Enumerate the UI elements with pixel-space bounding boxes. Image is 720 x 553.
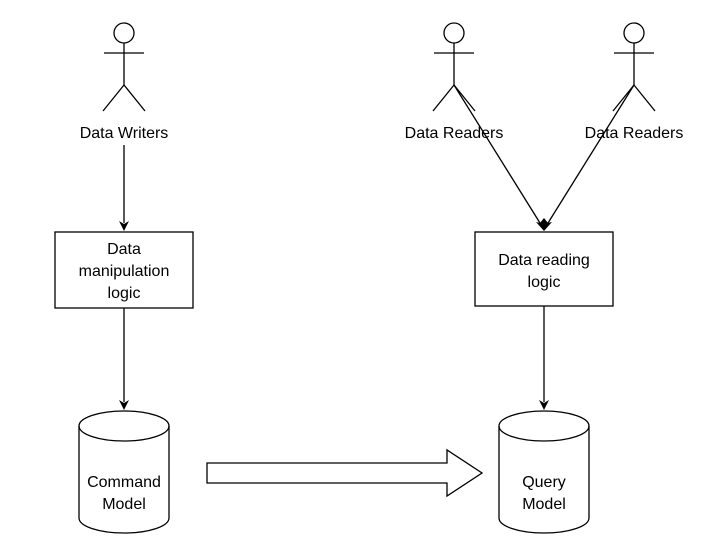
actor-data-readers-left: Data Readers	[405, 22, 504, 142]
edge-readers-left-to-reading	[453, 84, 544, 231]
process-label-line: manipulation	[79, 263, 170, 280]
actor-figure-icon	[432, 22, 476, 112]
arrowhead-icon	[536, 218, 544, 231]
process-data-manipulation: Data manipulation logic	[54, 231, 194, 309]
actor-label: Data Writers	[80, 125, 169, 142]
database-cylinder-icon	[498, 410, 590, 534]
block-arrow-icon	[206, 448, 484, 498]
arrowhead-icon	[119, 400, 129, 410]
store-label-line: Command	[87, 474, 161, 491]
store-label-line: Model	[102, 496, 146, 513]
arrowhead-icon	[539, 400, 549, 410]
actor-label: Data Readers	[405, 125, 504, 142]
store-query-model: Query Model	[498, 410, 590, 534]
process-data-reading: Data reading logic	[474, 231, 614, 307]
edge-readers-right-to-reading	[544, 84, 635, 231]
arrowhead-icon	[544, 218, 552, 231]
process-label-line: Data	[107, 241, 141, 258]
store-label-line: Query	[522, 474, 566, 491]
actor-data-readers-right: Data Readers	[585, 22, 684, 142]
edge-manipulation-to-command	[119, 308, 129, 410]
store-command-model: Command Model	[78, 410, 170, 534]
arrowhead-icon	[119, 221, 129, 231]
actor-figure-icon	[612, 22, 656, 112]
store-label-line: Model	[522, 496, 566, 513]
actor-figure-icon	[102, 22, 146, 112]
database-cylinder-icon	[78, 410, 170, 534]
edge-command-to-query	[206, 448, 484, 498]
process-label-line: logic	[108, 285, 141, 302]
process-label-line: Data reading	[498, 252, 590, 269]
actor-data-writers: Data Writers	[80, 22, 169, 142]
edge-writers-to-manipulation	[119, 145, 129, 231]
process-label-line: logic	[528, 274, 561, 291]
actor-label: Data Readers	[585, 125, 684, 142]
edge-reading-to-query	[539, 306, 549, 410]
